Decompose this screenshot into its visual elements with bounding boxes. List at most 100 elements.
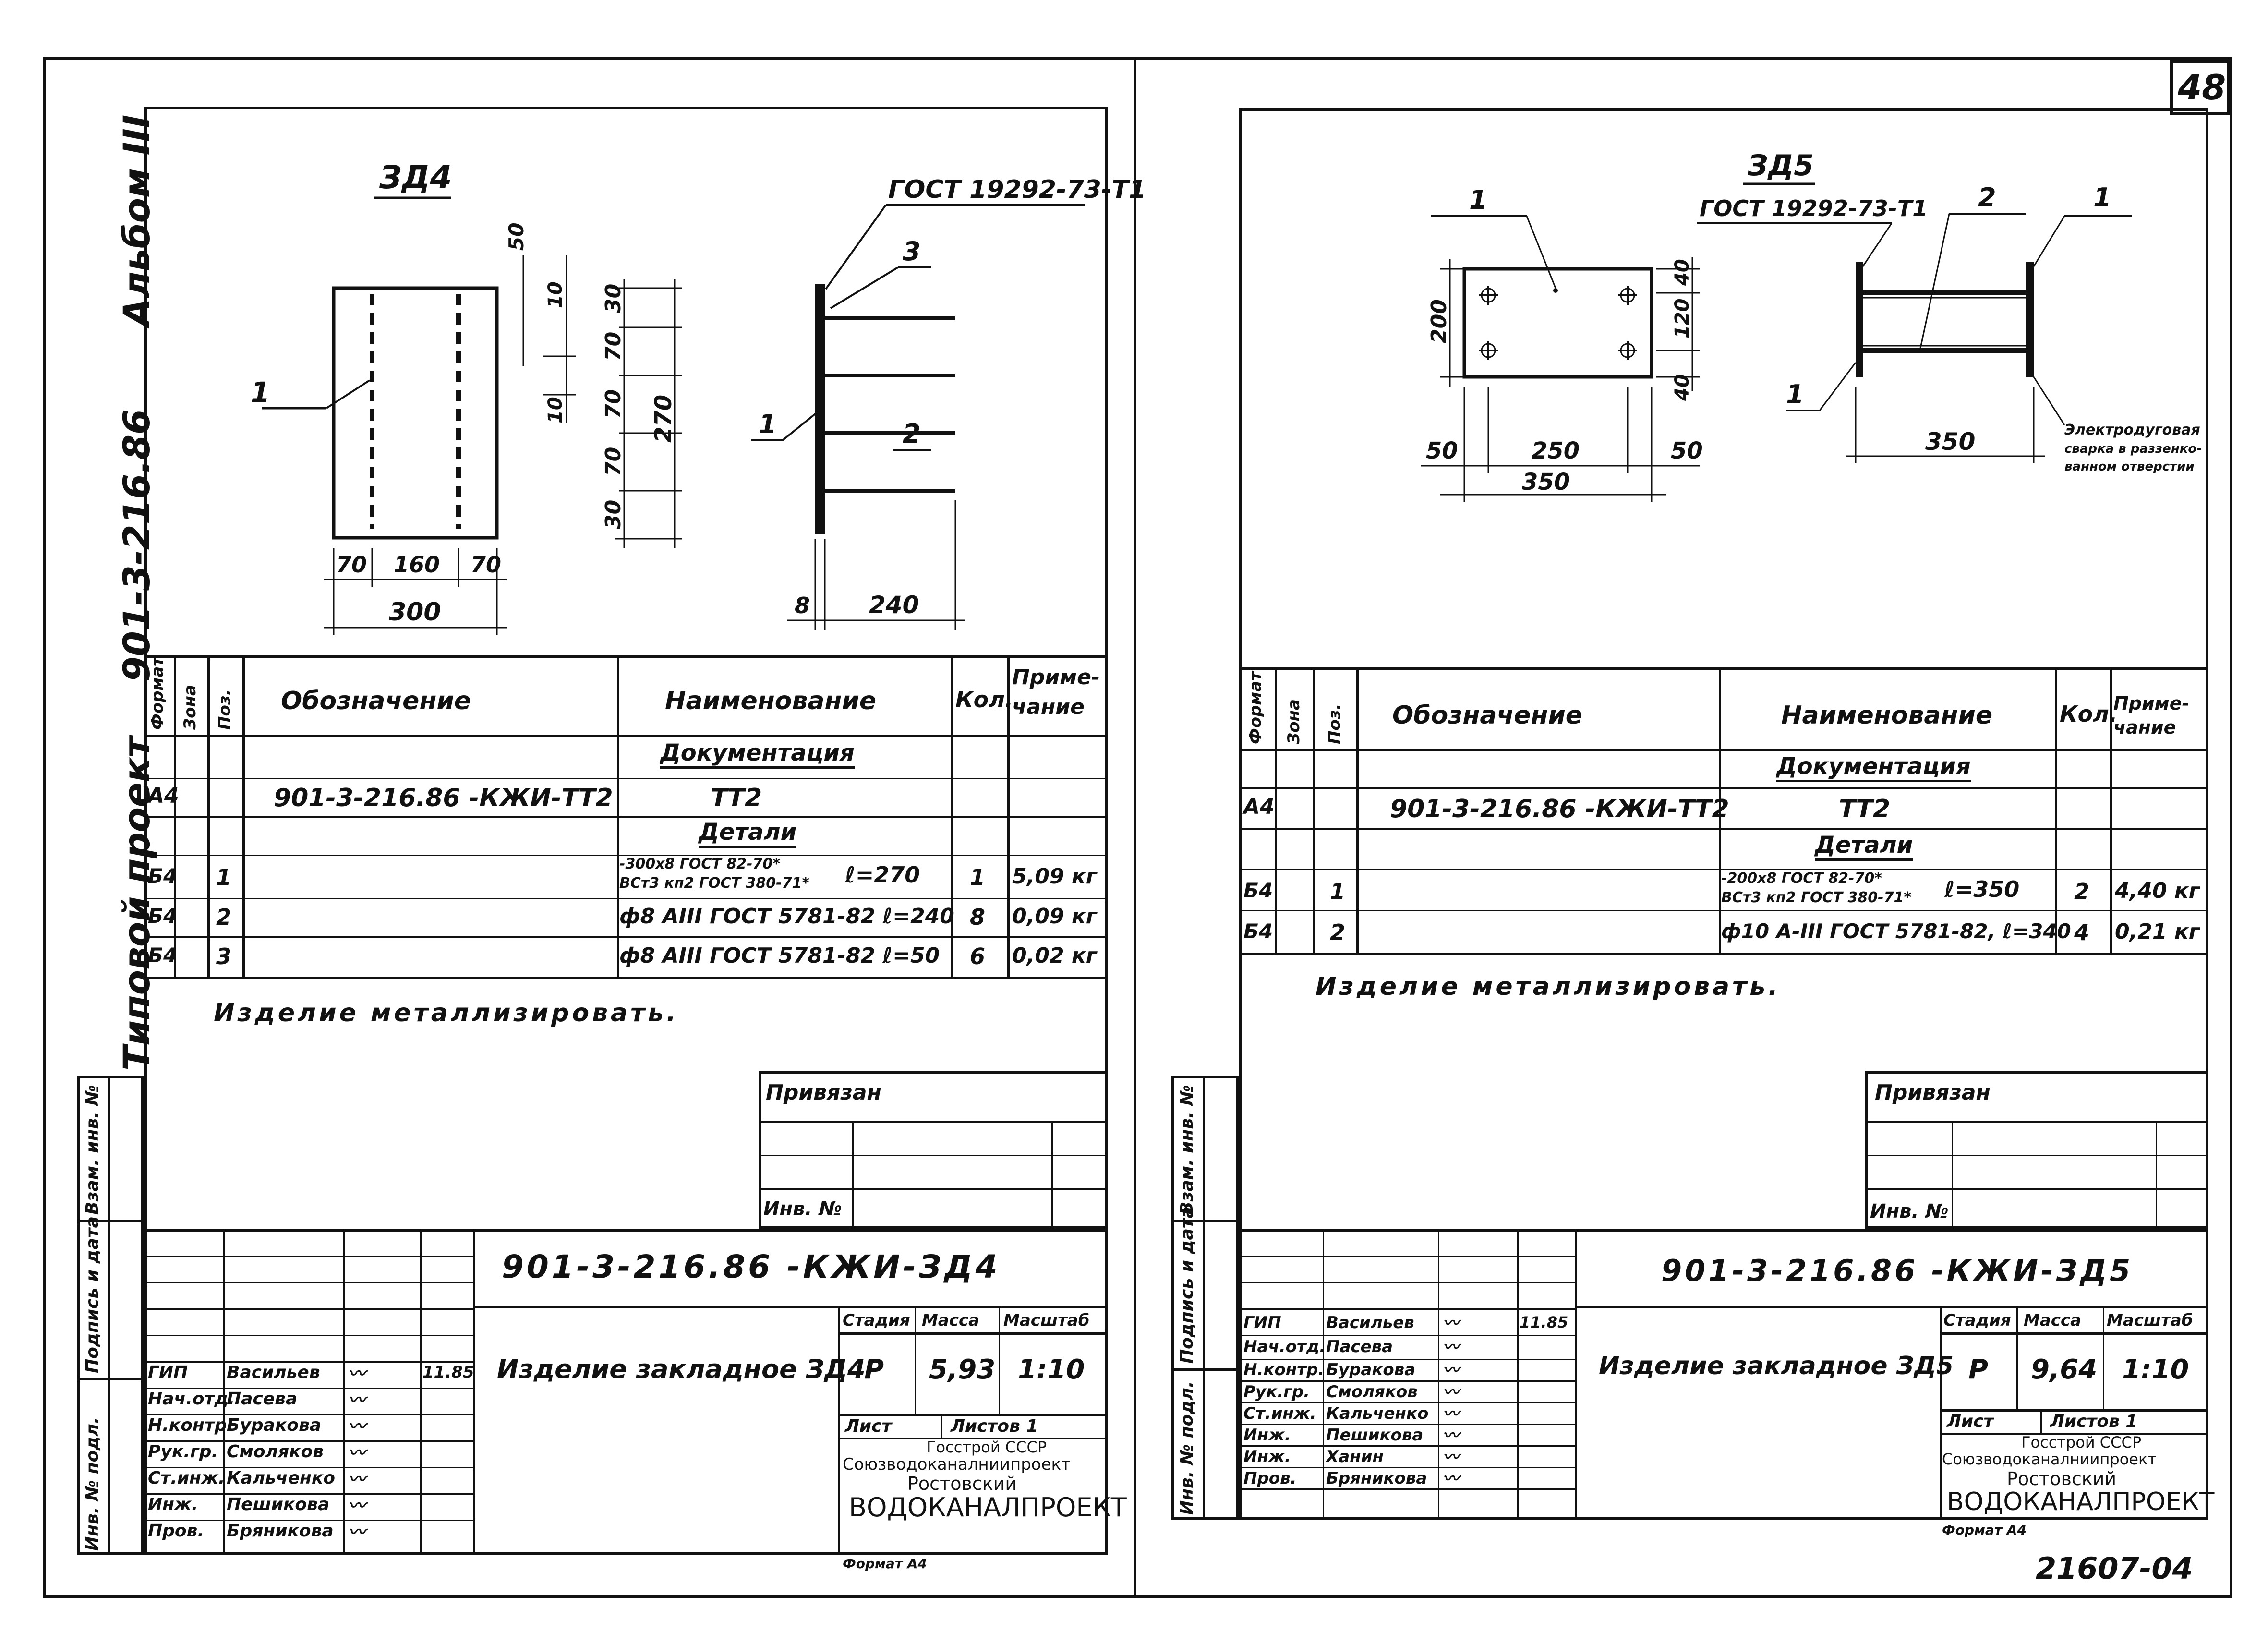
mass-value: 5,93 xyxy=(929,1354,996,1385)
tb-line xyxy=(1239,1229,2208,1232)
spec-line xyxy=(144,977,1108,979)
spec-header-pos: Поз. xyxy=(215,689,234,730)
sig2-name-5: Кальченко xyxy=(1326,1404,1429,1423)
spec-line xyxy=(1239,910,2208,911)
spec-row-2-pos: 2 xyxy=(216,904,232,930)
signature-mark: 〰 xyxy=(1443,1426,1459,1445)
spec-header-zone: Зона xyxy=(181,685,200,730)
privyazan-col xyxy=(1051,1121,1053,1229)
signature-mark: 〰 xyxy=(1443,1469,1459,1488)
signature-mark: 〰 xyxy=(348,1390,366,1410)
outer-frame xyxy=(43,57,2232,1598)
privyazan-col xyxy=(2156,1121,2157,1229)
drawing-title-zd5: ЗД5 xyxy=(1747,149,1814,182)
margin-row-line xyxy=(77,1378,144,1380)
signature-mark: 〰 xyxy=(1443,1314,1459,1333)
inv-no-label-zd5: Инв. № xyxy=(1870,1200,1949,1222)
tb-col xyxy=(473,1229,475,1555)
sig2-role-2: Нач.отд. xyxy=(1243,1337,1326,1356)
sheet-zd5-frame xyxy=(1239,108,2208,1520)
stage-header-stage-2: Стадия xyxy=(1943,1311,2011,1330)
spec-row-2-format: Б4 xyxy=(148,904,178,928)
sig-role-2: Нач.отд. xyxy=(148,1389,235,1409)
spec2-row-2-pos: 2 xyxy=(1330,919,1346,945)
tb-line xyxy=(1940,1433,2208,1435)
svg-text:70: 70 xyxy=(336,552,367,578)
stage-value: Р xyxy=(864,1354,884,1385)
gost-label-zd5: ГОСТ 19292-73-Т1 xyxy=(1700,195,1928,221)
sig-name-2: Пасева xyxy=(227,1389,298,1409)
sig2-role-1: ГИП xyxy=(1243,1313,1281,1332)
tb-line xyxy=(1940,1409,2208,1412)
sig-role-4: Рук.гр. xyxy=(148,1442,218,1462)
callout-zd5-1c: 1 xyxy=(1786,379,1804,410)
sig2-role-4: Рук.гр. xyxy=(1243,1382,1310,1402)
sig-col xyxy=(223,1229,225,1555)
sig-row xyxy=(144,1308,473,1310)
sheets-label-2: Листов 1 xyxy=(2050,1412,2138,1431)
sheet-label-2: Лист xyxy=(1947,1412,1994,1431)
spec-col xyxy=(207,655,210,977)
tb-col xyxy=(1575,1229,1577,1520)
margin-row-line xyxy=(1171,1368,1239,1371)
callout-zd4-3: 3 xyxy=(903,236,921,266)
spec-row-2-qty: 8 xyxy=(970,904,986,930)
signature-mark: 〰 xyxy=(1443,1361,1459,1380)
spec-header-name: Наименование xyxy=(665,687,877,715)
spec-col xyxy=(2055,667,2057,953)
title-code-zd5: 901-3-216.86 -КЖИ-ЗД5 xyxy=(1661,1253,2134,1288)
tb-line xyxy=(1940,1332,2208,1335)
sig-row xyxy=(144,1467,473,1468)
sig-row xyxy=(1239,1335,1575,1336)
privyazan-line xyxy=(759,1155,1108,1156)
svg-text:30: 30 xyxy=(601,500,626,529)
spec-row-1-name-top: -300х8 ГОСТ 82-70* xyxy=(619,856,780,872)
svg-text:50: 50 xyxy=(1426,437,1458,464)
sig-name-1: Васильев xyxy=(227,1363,320,1382)
sig-row xyxy=(1239,1445,1575,1447)
plate-side-zd5-left xyxy=(1856,262,1863,377)
signature-mark: 〰 xyxy=(1443,1338,1459,1357)
sig-row xyxy=(1239,1359,1575,1360)
spec-col xyxy=(951,655,953,977)
signature-mark: 〰 xyxy=(348,1364,366,1384)
spec-header-format: Формат xyxy=(148,657,167,730)
format-label-zd5: Формат А4 xyxy=(1942,1522,2027,1538)
margin-row-line xyxy=(1171,1220,1239,1222)
spec2-row-2-name: ф10 А-III ГОСТ 5781-82, ℓ=340 xyxy=(1721,919,2071,943)
sheets-label: Листов 1 xyxy=(951,1416,1038,1436)
spec-line xyxy=(144,778,1108,779)
spec-section-parts: Детали xyxy=(699,819,797,848)
svg-text:70: 70 xyxy=(601,389,626,419)
spec-header-zone-2: Зона xyxy=(1284,699,1303,744)
privyazan-label-zd4: Привязан xyxy=(766,1080,881,1105)
spec2-row-2-qty: 4 xyxy=(2074,919,2090,945)
note-metallize-zd5: Изделие металлизировать. xyxy=(1315,972,1781,1001)
sig2-role-6: Инж. xyxy=(1243,1426,1291,1445)
spec-line xyxy=(1239,869,2208,870)
stage-header-mass-2: Масса xyxy=(2024,1311,2082,1330)
svg-text:160: 160 xyxy=(394,552,440,578)
spec-row-3-pos: 3 xyxy=(216,943,232,969)
scale-value: 1:10 xyxy=(1018,1354,1085,1385)
spec-doc-name: ТТ2 xyxy=(711,784,762,812)
svg-text:200: 200 xyxy=(1427,299,1451,343)
sig-row xyxy=(1239,1488,1575,1490)
tb-col xyxy=(999,1306,1000,1414)
page-number-box xyxy=(2170,60,2230,115)
spec-col xyxy=(617,655,619,977)
org-line-2: Союзводоканалниипроект xyxy=(843,1455,1071,1474)
sig-row xyxy=(1239,1402,1575,1403)
sig-col xyxy=(343,1229,345,1555)
spec-row-3-format: Б4 xyxy=(148,943,178,967)
tb-col xyxy=(2103,1306,2104,1409)
spec-line xyxy=(144,655,1108,658)
privyazan-col xyxy=(1952,1121,1953,1229)
sig-row xyxy=(1239,1282,1575,1283)
svg-text:10: 10 xyxy=(544,281,567,308)
sig-name-5: Кальченко xyxy=(227,1468,336,1488)
signature-mark: 〰 xyxy=(348,1523,366,1542)
spec-row-1-format: Б4 xyxy=(148,864,178,888)
sig-col xyxy=(1517,1229,1519,1520)
spec-section-doc: Документация xyxy=(660,739,855,769)
